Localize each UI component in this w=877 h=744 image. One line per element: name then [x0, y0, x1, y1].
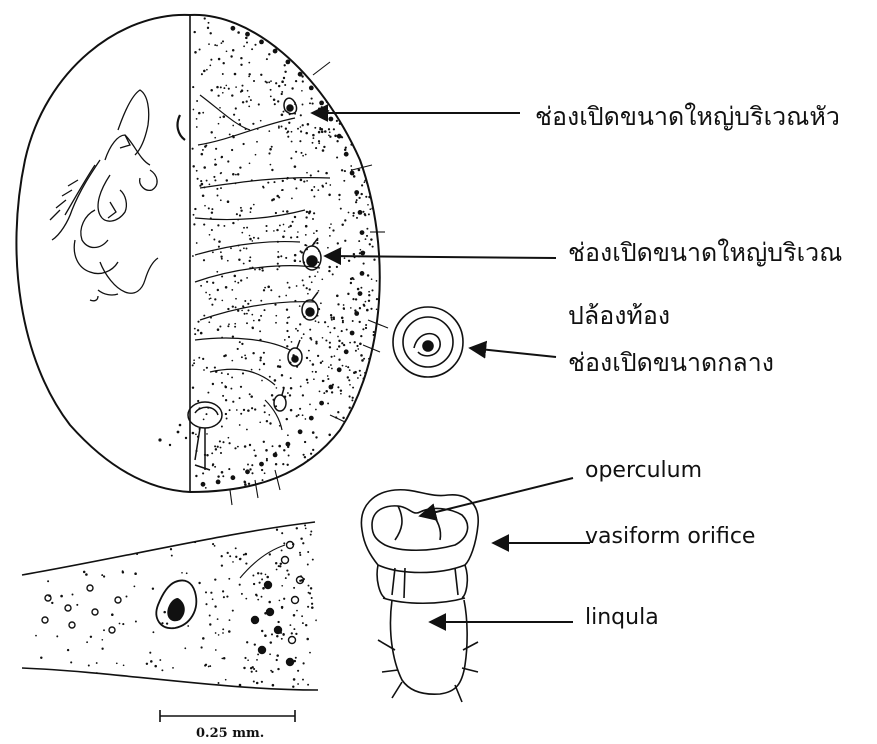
medium-pore-figure: [393, 307, 463, 377]
scale-bar: [160, 710, 295, 722]
pore-detail-panel: [22, 522, 318, 690]
abdominal-pore-4: [274, 388, 286, 411]
label-medium-pore: ช่องเปิดขนาดกลาง: [568, 343, 774, 383]
vasiform-orifice-figure: [361, 490, 478, 702]
label-vasiform-orifice: vasiform orifice: [585, 524, 755, 549]
label-abdominal-pore-line1: ช่องเปิดขนาดใหญ่บริเวณ: [568, 233, 842, 273]
label-operculum: operculum: [585, 458, 702, 483]
body-vasiform-orifice: [188, 402, 222, 470]
label-lingula: linqula: [585, 605, 659, 630]
arrow-operculum: [420, 478, 573, 516]
label-abdominal-pore-line2: ปล้องท้อง: [568, 296, 670, 336]
label-head-pore: ช่องเปิดขนาดใหญ่บริเวณหัว: [535, 97, 840, 137]
arrow-abdominal-pore: [325, 256, 556, 258]
marginal-setae: [230, 62, 388, 505]
ventral-marks: [158, 424, 187, 446]
puparium-body: [16, 15, 379, 492]
ventral-legs-antenna: [50, 90, 158, 301]
head-pore: [284, 98, 297, 114]
arrow-medium-pore: [470, 348, 556, 357]
scale-bar-label: 0.25 mm.: [196, 726, 264, 741]
large-pores: [178, 98, 321, 470]
